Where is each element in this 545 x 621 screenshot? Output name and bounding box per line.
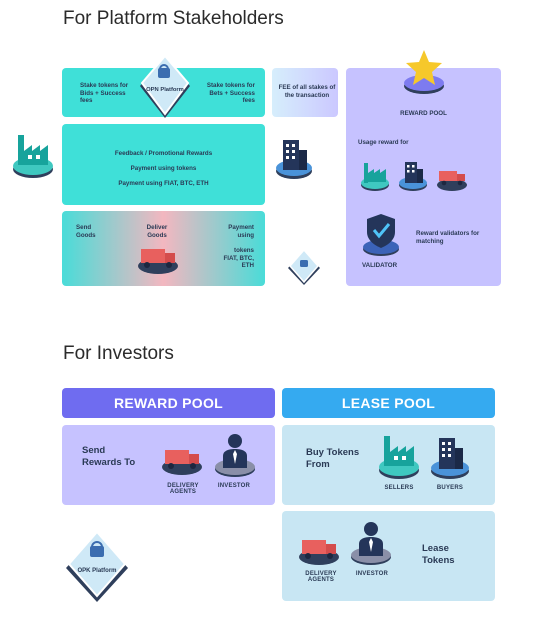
lease-pool-header: LEASE POOL [282,388,495,418]
lock-diamond-icon [158,64,170,78]
truck-icon [137,243,179,275]
buy-tokens-text: Buy Tokens From [306,447,360,470]
payment-panel: Feedback / Promotional Rewards Payment u… [62,124,265,205]
reward-pool-label: REWARD POOL [400,110,447,117]
send-goods-text: Send Goods [76,224,96,239]
opk-platform-badge: OPK Platform [64,530,130,604]
buyers-label: BUYERS [436,485,464,491]
delivery-agents-label-2: DELIVERY AGENTS [305,571,337,583]
payment-tokens-text: Payment using tokens [130,165,197,172]
investor-label: INVESTOR [217,483,251,489]
lock-diamond-icon [90,541,104,557]
person-icon [214,432,256,478]
reward-validators-text: Reward validators for matching [416,230,480,245]
truck-icon [161,444,203,476]
tokens-list-text: tokens FIAT, BTC, ETH [223,247,254,269]
stake-bets-text: Stake tokens for Bets + Success fees [206,82,255,104]
truck-icon [298,534,340,566]
fee-panel: FEE of all stakes of the transaction [272,68,338,117]
opn-label: OPN Platform [146,87,184,93]
opk-label: OPK Platform [77,568,117,574]
factory-icon [12,131,54,179]
investor-label-2: INVESTOR [355,571,389,577]
lock-diamond-icon [300,260,308,267]
fee-text: FEE of all stakes of the transaction [278,84,336,99]
delivery-agents-label: DELIVERY AGENTS [167,483,199,495]
person-icon [350,520,392,566]
factory-icon [378,432,420,480]
feedback-text: Feedback / Promotional Rewards [114,150,213,157]
shield-check-icon [362,212,400,258]
platform-section-title: For Platform Stakeholders [63,8,284,29]
building-icon [275,138,313,180]
lease-tokens-text: Lease Tokens [422,543,455,566]
reward-pool-header: REWARD POOL [62,388,275,418]
stake-bids-text: Stake tokens for Bids + Success fees [80,82,129,104]
sellers-label: SELLERS [384,485,414,491]
building-icon [398,160,428,192]
payment-using-text: Payment using [228,224,254,239]
star-icon [402,48,446,96]
building-icon [430,436,470,480]
small-platform-badge [287,248,321,286]
usage-reward-text: Usage reward for [358,139,409,146]
factory-icon [360,160,390,192]
payment-fiat-text: Payment using FIAT, BTC, ETH [118,180,209,187]
validator-label: VALIDATOR [362,262,398,269]
truck-icon [436,166,468,192]
opn-platform-badge: OPN Platform [138,54,192,122]
deliver-goods-text: Deliver Goods [146,224,168,239]
send-rewards-text: Send Rewards To [82,445,136,468]
investors-section-title: For Investors [63,343,174,364]
